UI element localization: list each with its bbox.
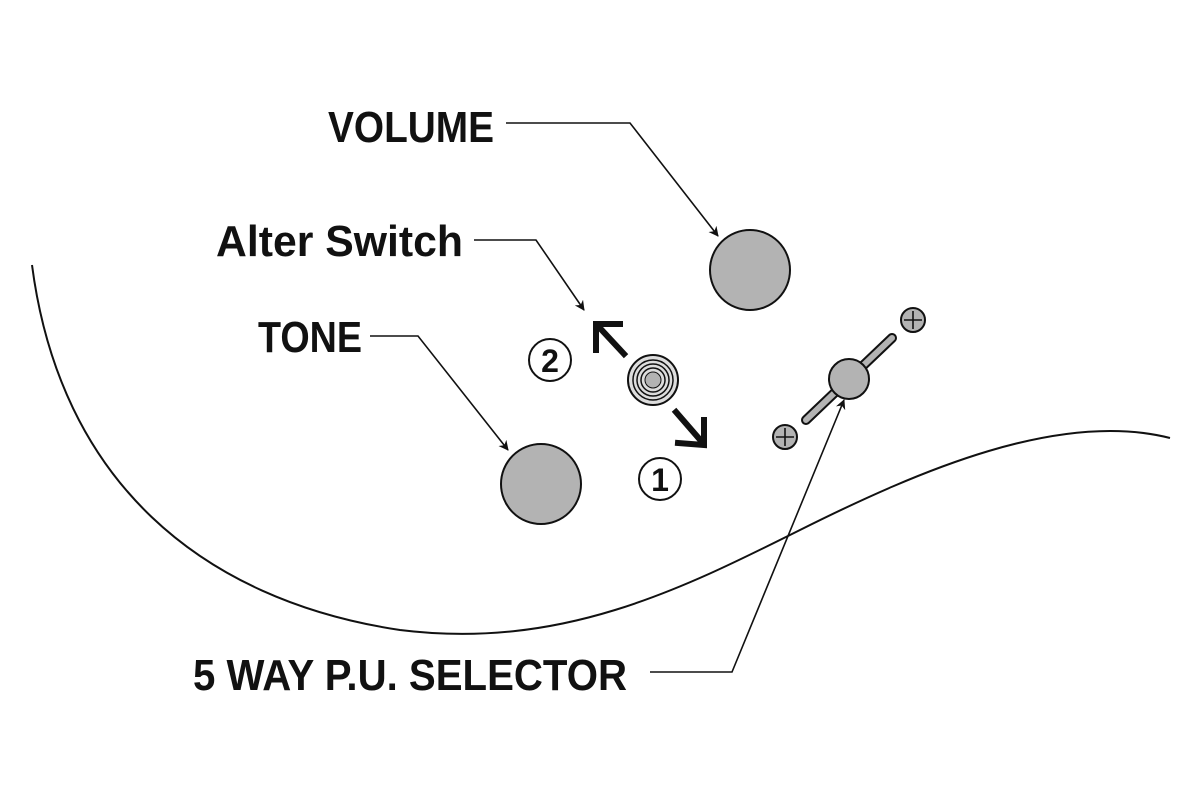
screw-icon [772,424,798,450]
alter-switch-leader-line [474,239,585,311]
volume-label: VOLUME [328,103,494,152]
screw-icon [900,307,926,333]
arrow-up-left-icon [593,321,629,359]
tone-leader-line [370,335,509,451]
arrow-down-right-icon [671,407,707,449]
position-1-marker: 1 [638,457,682,501]
selector-leader-line [650,399,846,673]
tone-label: TONE [258,313,362,362]
volume-knob[interactable] [709,229,791,311]
position-2-marker: 2 [528,338,572,382]
body-outline-lower [31,264,1171,635]
pickup-selector[interactable] [801,333,897,425]
svg-text:2: 2 [541,343,559,379]
tone-knob[interactable] [500,443,582,525]
alter-switch-label: Alter Switch [216,217,463,266]
alter-switch[interactable] [627,354,679,406]
selector-label: 5 WAY P.U. SELECTOR [193,651,627,700]
volume-leader-line [506,122,719,237]
svg-text:1: 1 [651,462,669,498]
